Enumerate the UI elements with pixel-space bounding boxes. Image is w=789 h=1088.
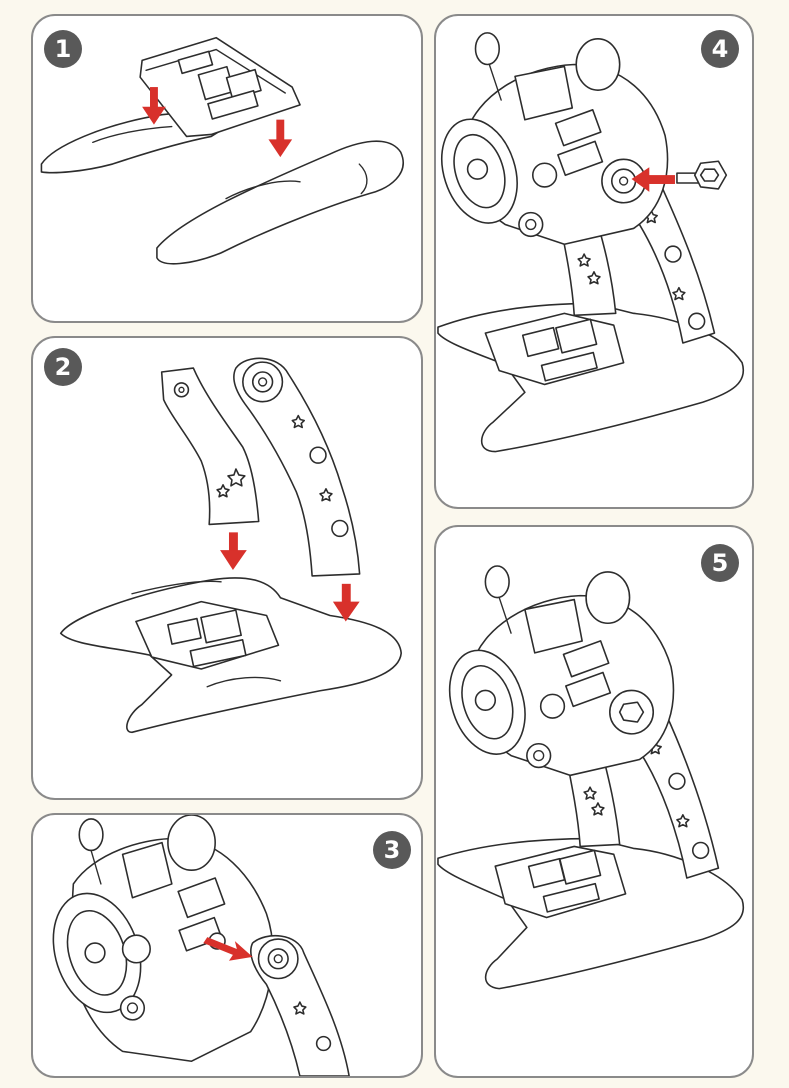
step-3-panel: 3 — [31, 813, 423, 1078]
step-1-arrow-right — [268, 119, 293, 158]
side-mirror — [575, 38, 621, 91]
step-5-illustration — [437, 565, 745, 990]
gear-knob — [474, 32, 500, 66]
step-1-panel: 1 — [31, 14, 423, 323]
step-2-arrow-left — [220, 532, 247, 570]
step-2-arrow-right — [332, 583, 360, 622]
gear-knob — [484, 565, 510, 599]
star-icon — [227, 468, 246, 487]
short-support-post — [160, 367, 260, 526]
step-1-arrow-left — [142, 87, 166, 125]
step-3-illustration — [52, 815, 350, 1076]
side-mirror — [585, 571, 631, 625]
step-number-badge: 5 — [701, 544, 739, 582]
screw-icon — [676, 160, 728, 190]
step-4-arrow — [631, 167, 675, 192]
step-4-panel: 4 — [434, 14, 754, 509]
step-1-illustration — [40, 36, 404, 265]
step-number-badge: 1 — [44, 30, 82, 68]
gear-knob — [78, 818, 104, 852]
step-2-illustration — [59, 357, 402, 734]
base-right-half — [156, 140, 404, 265]
step-number-badge: 3 — [373, 831, 411, 869]
step-2-panel: 2 — [31, 336, 423, 800]
step-4-illustration — [437, 32, 745, 453]
tall-support-post — [233, 357, 361, 577]
step-number-badge: 2 — [44, 348, 82, 386]
step-5-panel: 5 — [434, 525, 754, 1078]
screw-icon — [618, 701, 645, 723]
step-3-arrow — [203, 937, 253, 961]
side-mirror — [167, 815, 216, 871]
step-number-badge: 4 — [701, 30, 739, 68]
